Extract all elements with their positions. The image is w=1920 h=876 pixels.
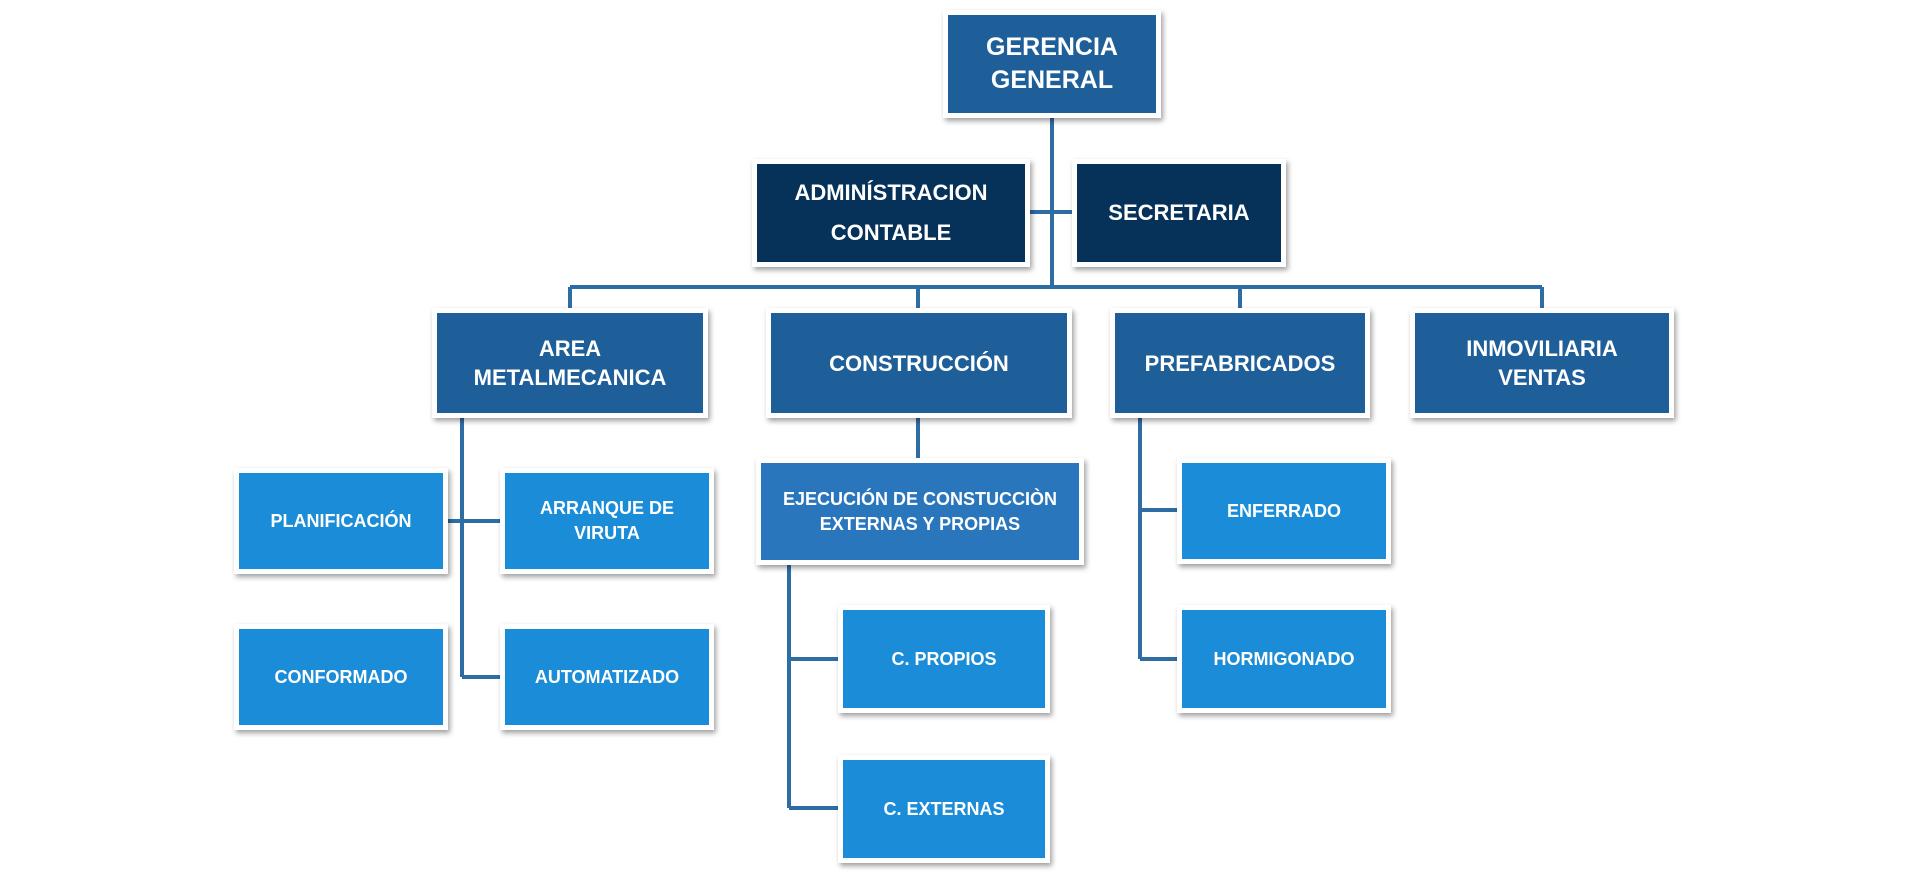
node-automatizado-label: AUTOMATIZADO	[534, 666, 680, 687]
node-administracion-contable: ADMINÍSTRACION CONTABLE	[752, 159, 1030, 267]
node-enferrado-label: ENFERRADO	[1226, 500, 1341, 521]
node-c-externas-label: C. EXTERNAS	[883, 798, 1005, 819]
node-area-metalmecanica: AREA METALMECANICA	[432, 308, 708, 418]
node-gerencia-general: GERENCIA GENERAL	[943, 10, 1161, 118]
node-conformado-label: CONFORMADO	[274, 666, 408, 687]
node-prefabricados-label: PREFABRICADOS	[1144, 350, 1336, 376]
node-hormigonado: HORMIGONADO	[1177, 605, 1391, 713]
node-conformado: CONFORMADO	[234, 624, 448, 730]
node-prefabricados: PREFABRICADOS	[1110, 308, 1370, 418]
node-arranque-de-viruta: ARRANQUE DE VIRUTA	[500, 468, 714, 574]
node-area-metalmecanica-label: AREA METALMECANICA	[473, 336, 667, 390]
node-planificacion-label: PLANIFICACIÓN	[270, 510, 412, 531]
node-enferrado: ENFERRADO	[1177, 458, 1391, 564]
node-planificacion: PLANIFICACIÓN	[234, 468, 448, 574]
node-c-externas: C. EXTERNAS	[838, 755, 1050, 863]
node-inmoviliaria-ventas-label: INMOVILIARIA VENTAS	[1466, 336, 1618, 390]
node-ejecucion-construccion: EJECUCIÓN DE CONSTUCCIÒN EXTERNAS Y PROP…	[756, 458, 1084, 565]
node-c-propios: C. PROPIOS	[838, 605, 1050, 713]
node-administracion-contable-label: ADMINÍSTRACION CONTABLE	[794, 180, 988, 245]
node-secretaria: SECRETARIA	[1072, 159, 1286, 267]
node-construccion-label: CONSTRUCCIÓN	[829, 350, 1009, 376]
node-secretaria-label: SECRETARIA	[1108, 200, 1250, 225]
node-automatizado: AUTOMATIZADO	[500, 624, 714, 730]
node-ejecucion-construccion-label: EJECUCIÓN DE CONSTUCCIÒN EXTERNAS Y PROP…	[782, 488, 1058, 534]
node-gerencia-general-label: GERENCIA GENERAL	[986, 33, 1118, 94]
node-hormigonado-label: HORMIGONADO	[1213, 648, 1355, 669]
node-inmoviliaria-ventas: INMOVILIARIA VENTAS	[1410, 308, 1674, 418]
node-c-propios-label: C. PROPIOS	[891, 648, 997, 669]
node-arranque-de-viruta-label: ARRANQUE DE VIRUTA	[539, 498, 674, 543]
node-construccion: CONSTRUCCIÓN	[766, 308, 1072, 418]
